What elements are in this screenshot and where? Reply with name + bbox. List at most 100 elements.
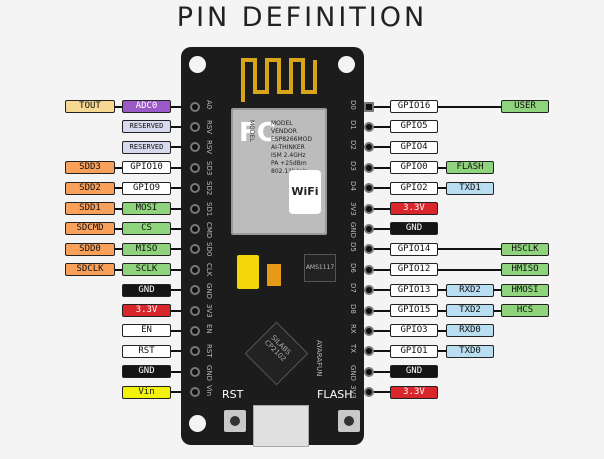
connector-line [369, 105, 549, 108]
left-pin-label: RESERVED [122, 120, 171, 134]
header-pin [364, 203, 374, 214]
left-alt-label: SDD0 [65, 242, 115, 256]
board-pin-label: TX [349, 344, 357, 354]
left-pin-label: CS [122, 222, 171, 236]
header-pin [364, 366, 374, 377]
header-pin [190, 264, 200, 275]
left-pin-label: Vin [122, 385, 171, 399]
left-pin-label: GPIO9 [122, 181, 171, 195]
right-pin-label: GPIO13 [390, 283, 438, 297]
header-pin [190, 162, 200, 173]
board-pin-label: SD3 [205, 160, 213, 175]
header-pin [190, 183, 200, 194]
board-pin-label: RX [349, 323, 357, 334]
page-title: PIN DEFINITION [176, 2, 428, 33]
right-pin-label: GND [390, 222, 438, 236]
module-text-block: MODEL [239, 120, 255, 220]
usb-port[interactable] [253, 405, 309, 447]
left-pin-label: RST [122, 344, 171, 358]
fcc-logo: FC [239, 118, 276, 148]
right-pin-label: GPIO15 [390, 304, 438, 317]
module-spec-text: MODEL VENDOR ESP8266MOD AI-THINKER ISM 2… [271, 120, 319, 176]
board-pin-label: CMD [205, 221, 213, 239]
right-pin-label: 3.3V [390, 202, 438, 215]
left-pin-label: GPIO10 [122, 161, 171, 175]
header-pin [190, 203, 200, 214]
wifi-logo: WiFi [289, 170, 321, 214]
right-pin-label: GPIO14 [390, 242, 438, 256]
mount-hole [189, 56, 206, 73]
header-pin [190, 305, 200, 316]
model-label: MODEL [248, 120, 255, 142]
left-alt-label: SDD3 [65, 161, 115, 175]
header-pin [190, 142, 200, 153]
left-pin-label: MOSI [122, 202, 171, 215]
mount-hole [189, 415, 206, 432]
right-pin-label: GPIO1 [390, 344, 438, 358]
header-pin [190, 121, 200, 132]
header-pin [190, 223, 200, 234]
board-pin-label: A0 [205, 99, 213, 109]
board-pin-label: Vin [205, 385, 213, 397]
board-pin-label: D0 [349, 99, 357, 110]
header-pin [364, 346, 374, 357]
right-pin-label: GPIO4 [390, 140, 438, 154]
rst-button[interactable] [224, 410, 246, 432]
header-pin [190, 387, 200, 398]
right-pin-label: GPIO12 [390, 263, 438, 277]
right-alt-label: TXD1 [446, 181, 494, 195]
header-pin [364, 183, 374, 194]
left-pin-label: GND [122, 283, 171, 297]
flash-button[interactable] [338, 410, 360, 432]
header-pin [364, 285, 374, 296]
right-pin-label: 3.3V [390, 385, 438, 399]
board-pin-label: D5 [349, 242, 357, 253]
left-pin-label: SCLK [122, 263, 171, 277]
left-pin-label: GND [122, 365, 171, 379]
board-side-text: AYARAFUN [315, 340, 323, 377]
board-pin-label: 3V3 [349, 385, 357, 399]
right-pin-label: GPIO5 [390, 120, 438, 134]
model-value: ESP8266MOD [271, 136, 313, 143]
header-pin [364, 162, 374, 173]
right-pin-label: GPIO16 [390, 100, 438, 113]
board-pin-label: SD1 [205, 201, 213, 216]
right-alt-label: TXD0 [446, 344, 494, 358]
regulator-chip: AMS1117 [304, 254, 336, 282]
header-pin [364, 101, 374, 112]
header-pin [190, 101, 200, 112]
header-pin [364, 325, 374, 336]
capacitor [237, 255, 259, 289]
header-pin [364, 244, 374, 255]
rst-button-label: RST [222, 388, 244, 401]
ism-value: ISM 2.4GHz [271, 152, 306, 159]
mount-hole [338, 56, 355, 73]
left-alt-label: TOUT [65, 100, 115, 113]
right-function-label: HMOSI [501, 283, 549, 297]
header-pin [364, 264, 374, 275]
pa-value: PA +25dBm [271, 160, 307, 167]
board-pin-label: EN [205, 323, 213, 334]
board-pin-label: 3V3 [349, 201, 357, 216]
right-pin-label: GPIO0 [390, 161, 438, 175]
right-alt-label: RXD2 [446, 283, 494, 297]
header-pin [190, 325, 200, 336]
board-pin-label: D8 [349, 303, 357, 314]
board-pin-label: GND [349, 221, 357, 238]
board-pin-label: CLK [205, 262, 213, 277]
header-pin [364, 387, 374, 398]
header-pin [190, 366, 200, 377]
right-pin-label: GPIO2 [390, 181, 438, 195]
board-pin-label: D3 [349, 160, 357, 171]
right-alt-label: FLASH [446, 161, 494, 175]
connector-line [369, 248, 549, 251]
header-pin [364, 305, 374, 316]
board-pin-label: GND [205, 364, 213, 381]
connector-line [369, 268, 549, 271]
vendor-label: VENDOR [271, 128, 297, 135]
board-pin-label: SD0 [205, 242, 213, 257]
board-pin-label: SD2 [205, 181, 213, 196]
left-pin-label: ADC0 [122, 100, 171, 113]
left-pin-label: 3.3V [122, 304, 171, 317]
board-pin-label: D4 [349, 181, 357, 191]
